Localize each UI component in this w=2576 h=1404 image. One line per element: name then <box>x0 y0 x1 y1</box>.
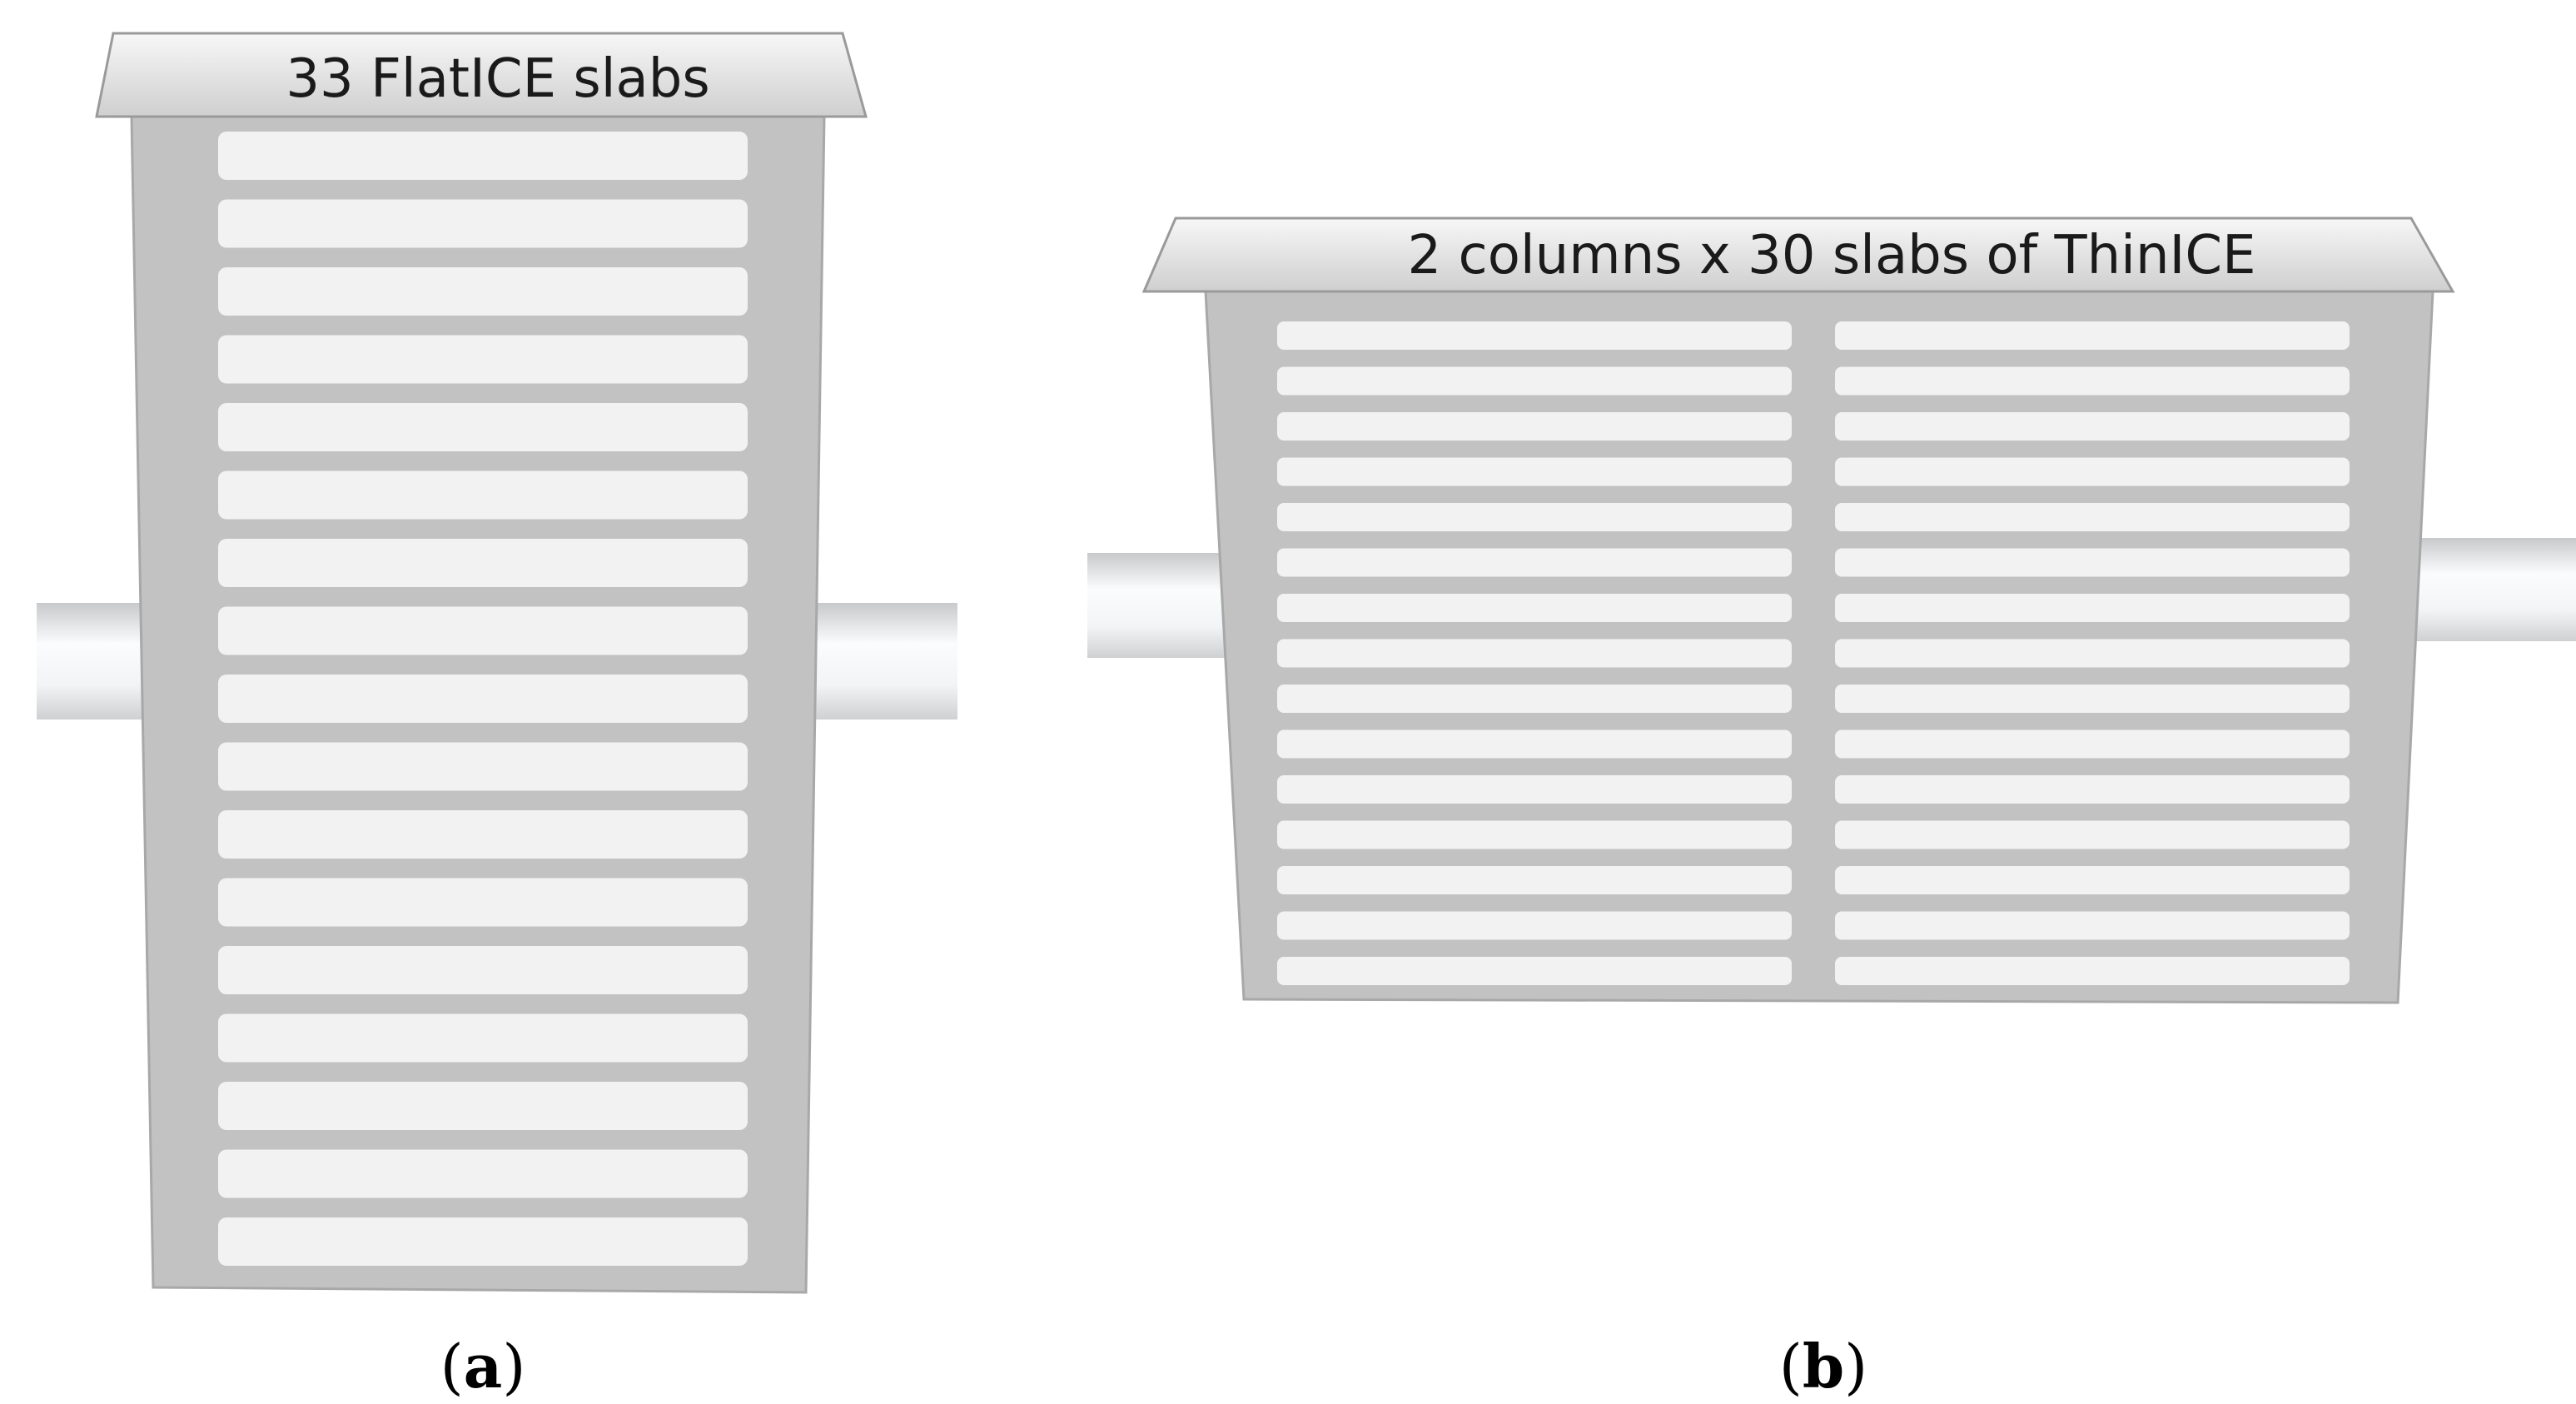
ice-slab <box>1277 866 1792 894</box>
ice-slab <box>1835 775 2350 804</box>
ice-slab <box>1277 548 1792 577</box>
slab-stack <box>1277 321 2350 985</box>
ice-slab <box>1277 503 1792 531</box>
ice-slab <box>218 199 748 248</box>
ice-slab <box>1835 594 2350 622</box>
ice-slab <box>1277 685 1792 713</box>
ice-slab <box>218 675 748 723</box>
ice-slab <box>1277 820 1792 849</box>
ice-slab <box>1835 503 2350 531</box>
tank-lid <box>95 32 868 118</box>
ice-slab <box>218 403 748 451</box>
ice-slab <box>218 742 748 791</box>
ice-slab <box>1835 366 2350 396</box>
ice-slab <box>1277 639 1792 668</box>
ice-slab <box>1835 911 2350 940</box>
ice-slab <box>1835 457 2350 486</box>
ice-slab <box>1835 957 2350 985</box>
ice-slab <box>1277 775 1792 804</box>
ice-slab <box>218 1013 748 1063</box>
panel-label: (b) <box>1779 1331 1868 1402</box>
ice-slab <box>218 1149 748 1198</box>
outlet-pipe <box>2398 538 2576 641</box>
panel-b: 2 columns x 30 slabs of ThinICE (b) <box>1087 217 2576 1402</box>
ice-slab <box>1835 685 2350 713</box>
ice-slab <box>1277 957 1792 985</box>
ice-slab <box>218 335 748 384</box>
ice-slab <box>1277 457 1792 486</box>
panel-a: 33 FlatICE slabs (a) <box>37 32 957 1402</box>
ice-slab <box>1835 321 2350 350</box>
ice-slab <box>218 132 748 180</box>
ice-slab <box>218 810 748 859</box>
tank-lid <box>1141 217 2455 293</box>
ice-slab <box>1835 412 2350 441</box>
inlet-pipe <box>1087 553 1237 658</box>
ice-slab <box>1277 321 1792 350</box>
ice-slab <box>1835 639 2350 668</box>
slab-stack <box>218 132 748 1266</box>
ice-slab <box>218 1082 748 1130</box>
ice-slab <box>218 878 748 927</box>
ice-slab <box>1277 366 1792 396</box>
ice-slab <box>1835 820 2350 849</box>
ice-slab <box>1277 594 1792 622</box>
ice-slab <box>218 470 748 520</box>
ice-slab <box>218 267 748 316</box>
ice-slab <box>1835 548 2350 577</box>
ice-slab <box>1277 729 1792 759</box>
ice-slab <box>218 946 748 994</box>
panel-label: (a) <box>440 1331 526 1402</box>
ice-slab <box>1835 729 2350 759</box>
ice-slab <box>218 606 748 655</box>
lid-label: 2 columns x 30 slabs of ThinICE <box>1407 225 2255 286</box>
inlet-pipe <box>37 603 153 719</box>
ice-slab <box>1835 866 2350 894</box>
ice-slab <box>1277 911 1792 940</box>
outlet-pipe <box>808 603 957 719</box>
lid-label: 33 FlatICE slabs <box>286 48 709 110</box>
ice-slab <box>1277 412 1792 441</box>
ice-slab <box>218 539 748 587</box>
ice-slab <box>218 1217 748 1266</box>
